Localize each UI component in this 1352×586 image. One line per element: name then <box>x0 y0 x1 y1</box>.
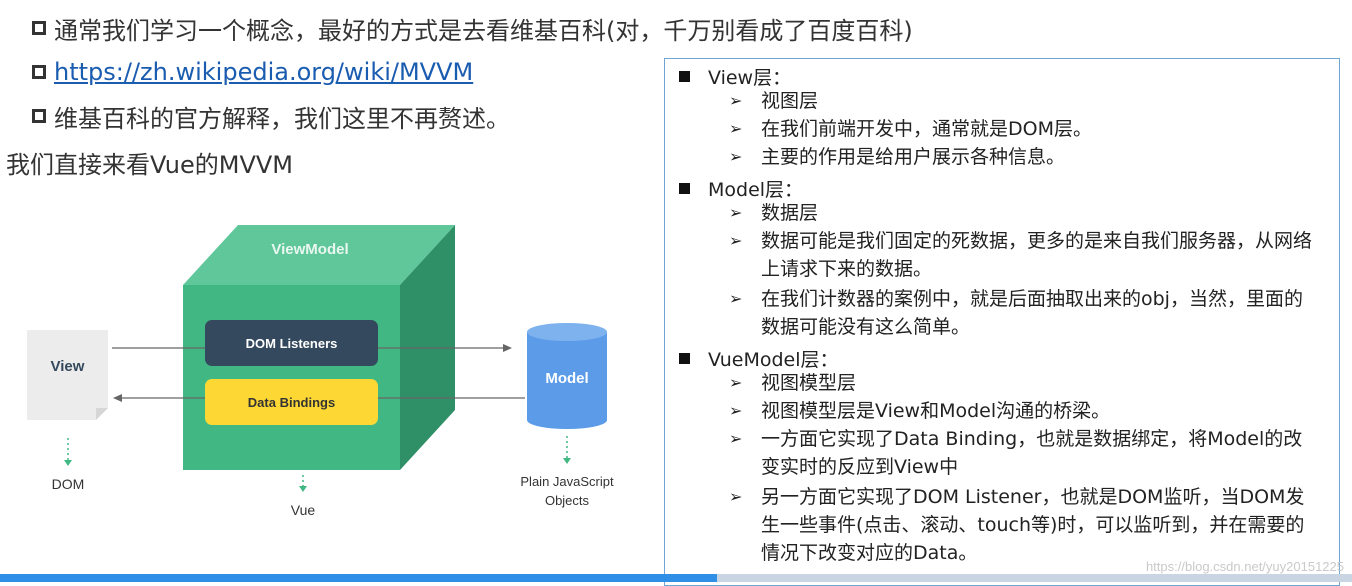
dom-label: DOM <box>51 476 85 492</box>
list-item-text: 视图模型层是View和Model沟通的桥梁。 <box>761 400 1111 422</box>
section-vuemodel-title: VueModel层： <box>679 345 839 372</box>
mvvm-notes-panel: View层： ➢ 视图层 ➢ 在我们前端开发中，通常就是DOM层。 ➢ 主要的作用是给… <box>664 58 1340 586</box>
viewmodel-label: ViewModel <box>271 241 349 258</box>
list-item-text: 数据可能是我们固定的死数据，更多的是来自我们服务器，从网络上请求下来的数据。 <box>761 230 1313 280</box>
arrowhead-right <box>503 344 512 352</box>
list-item-text: 在我们前端开发中，通常就是DOM层。 <box>761 118 1092 140</box>
page-fold <box>96 408 108 420</box>
wikipedia-link[interactable]: https://zh.wikipedia.org/wiki/MVVM <box>54 58 474 86</box>
square-bullet-icon <box>679 353 690 364</box>
arrow-bullet-icon: ➢ <box>729 203 743 222</box>
vue-label: Vue <box>290 502 316 518</box>
list-item: ➢ 主要的作用是给用户展示各种信息。 <box>729 143 1321 171</box>
view-label: View <box>50 358 85 375</box>
mvvm-diagram: ViewModel DOM Listeners Data Bindings Vi… <box>0 190 660 550</box>
bullet-item: https://zh.wikipedia.org/wiki/MVVM <box>32 50 913 94</box>
section-title: Model层： <box>708 179 804 201</box>
arrow-bullet-icon: ➢ <box>729 289 743 308</box>
square-bullet-icon <box>32 21 46 35</box>
list-item: ➢ 数据可能是我们固定的死数据，更多的是来自我们服务器，从网络上请求下来的数据。 <box>729 227 1321 283</box>
list-item: ➢ 在我们计数器的案例中，就是后面抽取出来的obj，当然，里面的数据可能没有这么简… <box>729 285 1321 341</box>
vue-arrowhead <box>299 486 307 492</box>
list-item: ➢ 视图层 <box>729 87 1321 115</box>
arrow-bullet-icon: ➢ <box>729 401 743 420</box>
list-item-text: 视图模型层 <box>761 372 857 394</box>
section-model-title: Model层： <box>679 175 803 202</box>
arrow-bullet-icon: ➢ <box>729 373 743 392</box>
data-bindings-box: Data Bindings <box>205 379 378 425</box>
section-title: View层： <box>708 67 792 89</box>
section-title: VueModel层： <box>708 349 839 371</box>
bullet-item: 通常我们学习一个概念，最好的方式是去看维基百科(对，千万别看成了百度百科) <box>32 6 913 50</box>
list-item-text: 视图层 <box>761 90 819 112</box>
mvvm-diagram-graphic <box>27 225 607 492</box>
square-bullet-icon <box>32 109 46 123</box>
list-item-text: 一方面它实现了Data Binding，也就是数据绑定，将Model的改变实时的… <box>761 428 1303 478</box>
bullet-list: 通常我们学习一个概念，最好的方式是去看维基百科(对，千万别看成了百度百科) ht… <box>32 6 913 138</box>
dom-listeners-box: DOM Listeners <box>205 320 378 366</box>
list-item: ➢ 视图模型层 <box>729 369 1321 397</box>
video-progress-fill <box>0 574 717 582</box>
model-arrowhead <box>563 458 571 464</box>
dom-arrowhead <box>64 460 72 466</box>
bullet-text: 通常我们学习一个概念，最好的方式是去看维基百科(对，千万别看成了百度百科) <box>54 16 913 45</box>
list-item-text: 另一方面它实现了DOM Listener，也就是DOM监听，当DOM发生一些事件… <box>761 486 1305 564</box>
arrow-bullet-icon: ➢ <box>729 429 743 448</box>
cube-front <box>183 285 400 470</box>
arrow-bullet-icon: ➢ <box>729 147 743 166</box>
list-item-text: 主要的作用是给用户展示各种信息。 <box>761 146 1066 168</box>
video-progress-bar[interactable] <box>0 574 1352 582</box>
arrow-bullet-icon: ➢ <box>729 119 743 138</box>
plain-js-objects-label: Plain JavaScript Objects <box>497 472 637 510</box>
arrow-bullet-icon: ➢ <box>729 231 743 250</box>
list-item: ➢ 数据层 <box>729 199 1321 227</box>
square-bullet-icon <box>679 71 690 82</box>
view-page-icon <box>27 330 108 420</box>
model-cylinder-bottom <box>527 411 607 429</box>
list-item: ➢ 一方面它实现了Data Binding，也就是数据绑定，将Model的改变实时… <box>729 425 1321 481</box>
list-item: ➢ 在我们前端开发中，通常就是DOM层。 <box>729 115 1321 143</box>
bullet-text: 维基百科的官方解释，我们这里不再赘述。 <box>54 104 510 133</box>
square-bullet-icon <box>679 183 690 194</box>
bullet-item: 维基百科的官方解释，我们这里不再赘述。 <box>32 94 913 138</box>
arrowhead-left <box>113 394 122 402</box>
square-bullet-icon <box>32 65 46 79</box>
model-cylinder-top <box>527 323 607 341</box>
model-label: Model <box>545 370 589 387</box>
list-item: ➢ 另一方面它实现了DOM Listener，也就是DOM监听，当DOM发生一些事… <box>729 483 1321 567</box>
list-item-text: 数据层 <box>761 202 819 224</box>
plain-js-line-1: Plain JavaScript <box>520 474 614 489</box>
section-view-title: View层： <box>679 63 791 90</box>
arrow-bullet-icon: ➢ <box>729 487 743 506</box>
watermark: https://blog.csdn.net/yuy20151225 <box>1145 559 1344 574</box>
list-item-text: 在我们计数器的案例中，就是后面抽取出来的obj，当然，里面的数据可能没有这么简单… <box>761 288 1303 338</box>
arrow-bullet-icon: ➢ <box>729 91 743 110</box>
model-cylinder-body <box>527 332 607 420</box>
list-item: ➢ 视图模型层是View和Model沟通的桥梁。 <box>729 397 1321 425</box>
plain-js-line-2: Objects <box>544 493 590 508</box>
cube-top <box>183 225 455 285</box>
intro-text: 我们直接来看Vue的MVVM <box>6 151 294 179</box>
